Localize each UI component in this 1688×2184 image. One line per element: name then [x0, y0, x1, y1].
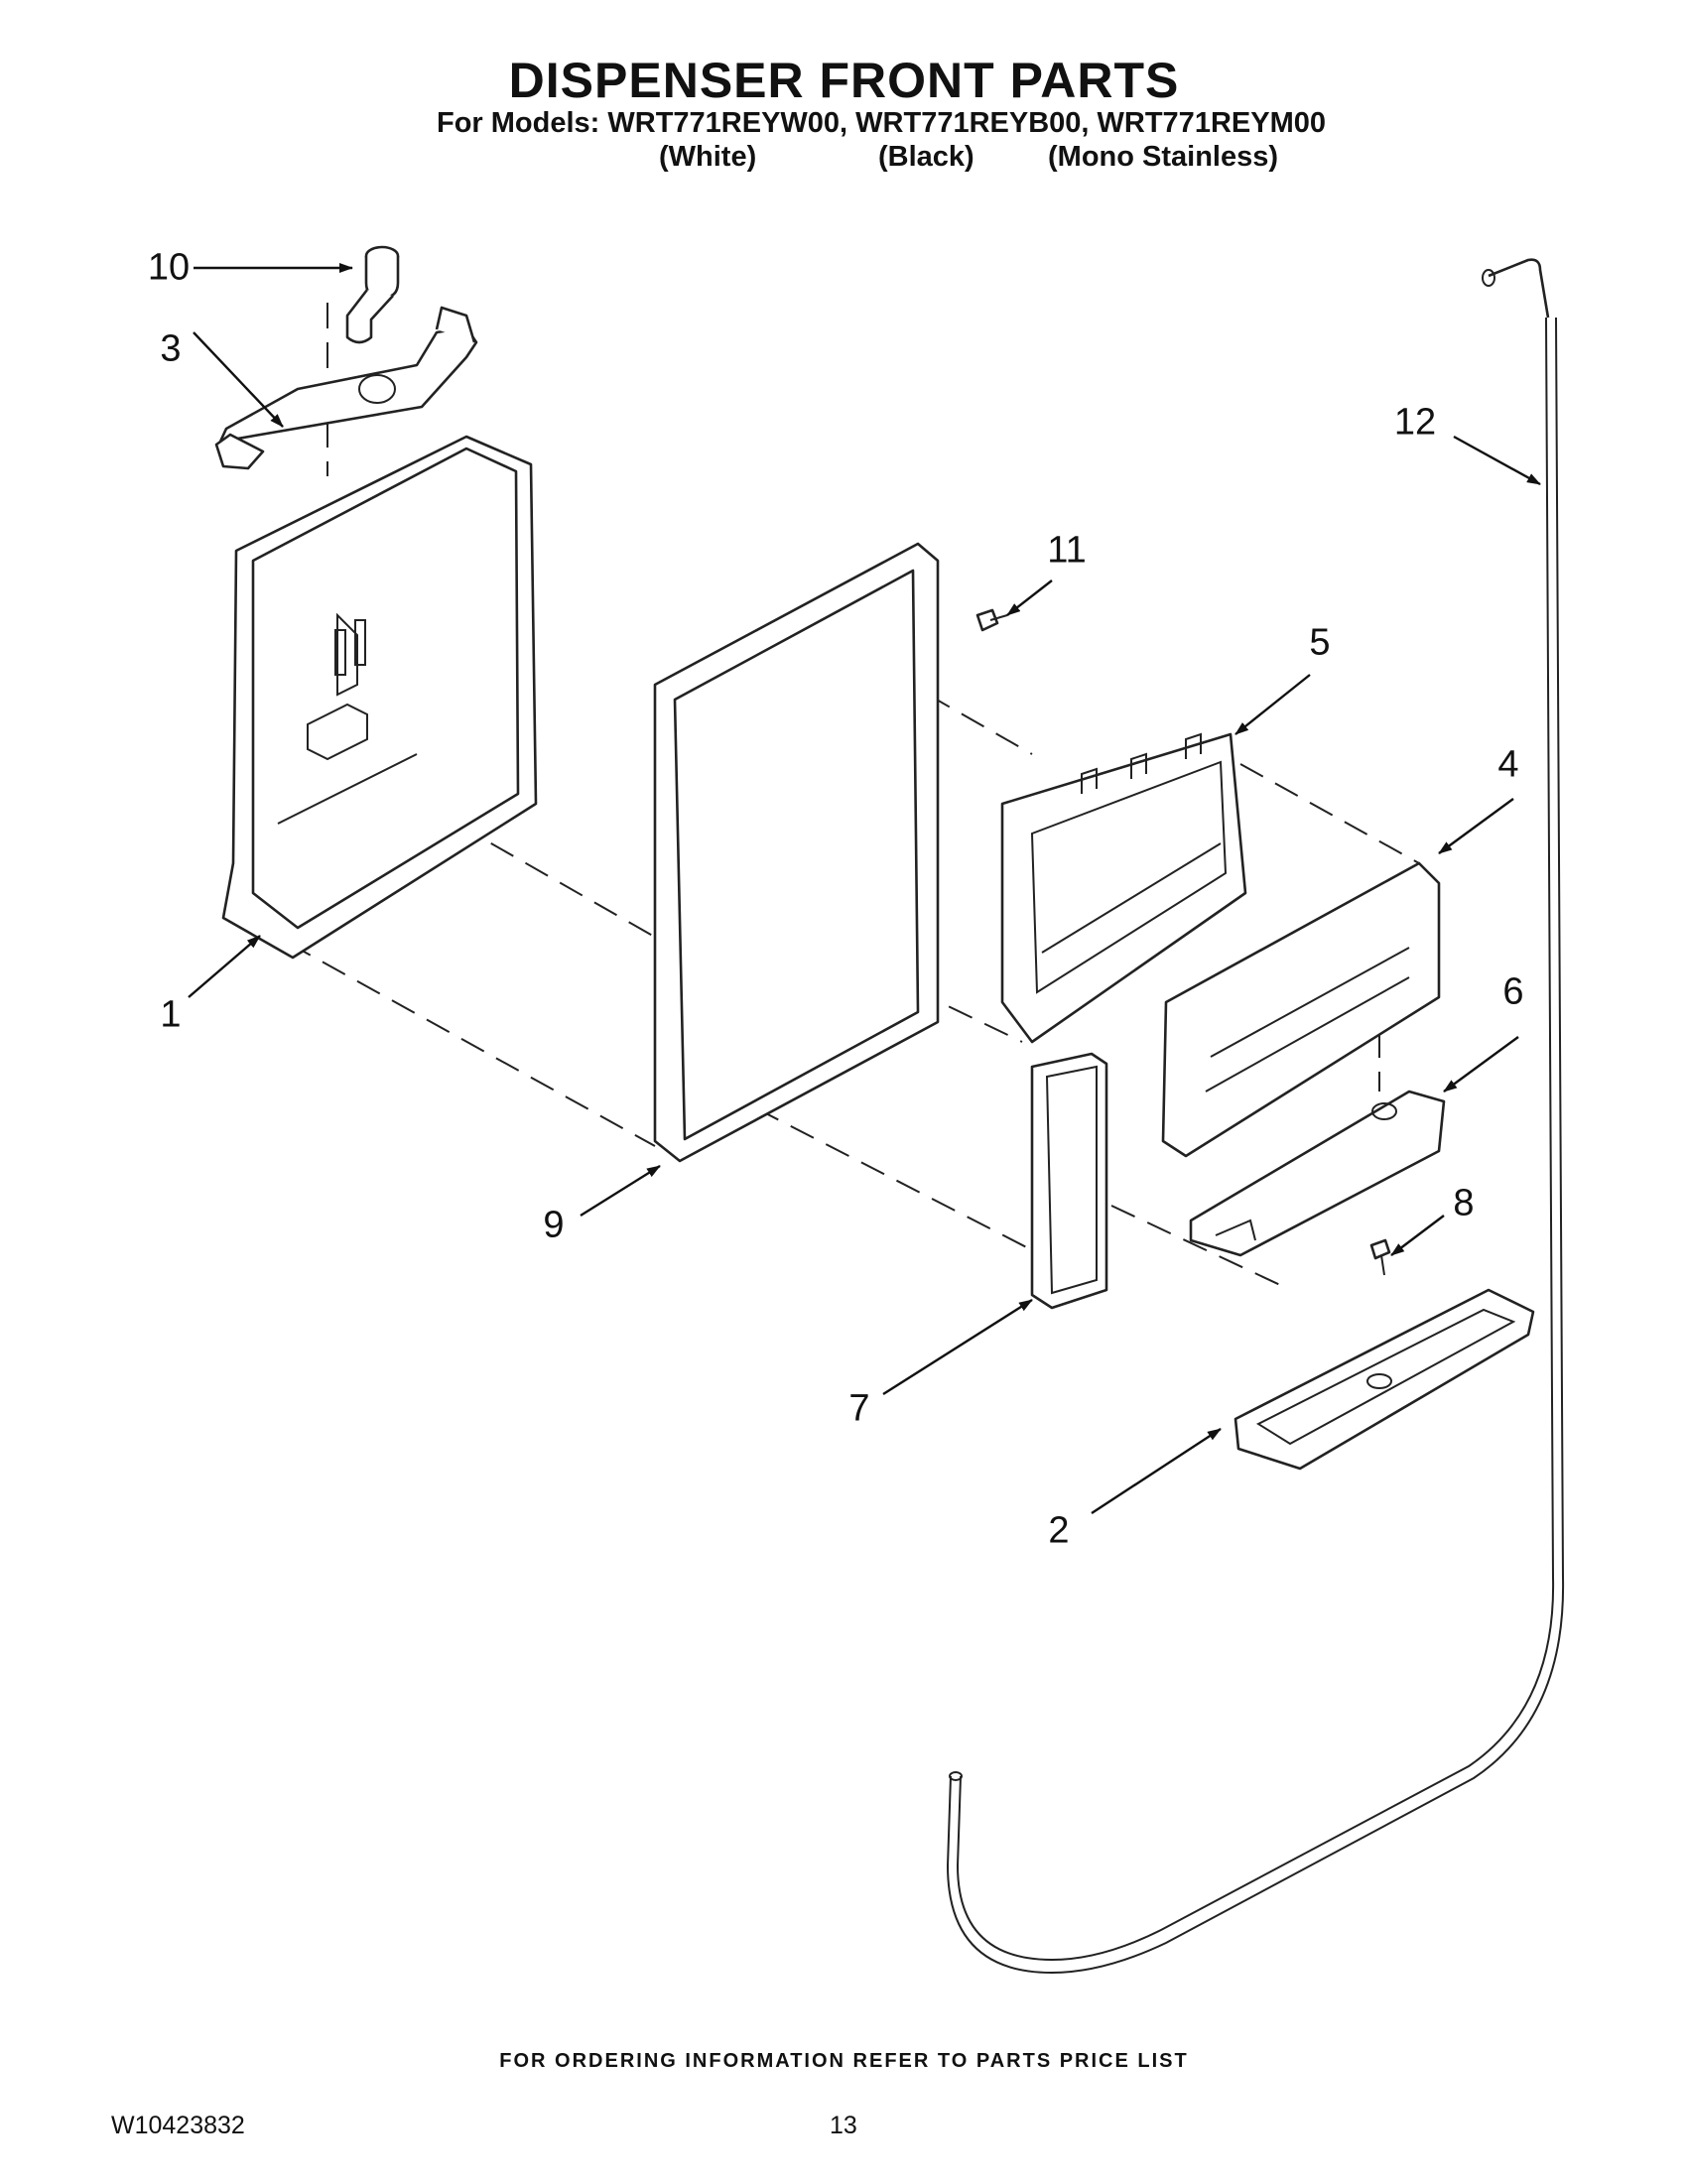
variant-white: (White) [659, 141, 757, 173]
page-title: DISPENSER FRONT PARTS [508, 53, 1180, 108]
callout-2: 2 [1048, 1509, 1070, 1552]
callout-7: 7 [848, 1387, 870, 1430]
ordering-note: FOR ORDERING INFORMATION REFER TO PARTS … [499, 2050, 1189, 2072]
part-11-screw [975, 608, 1008, 632]
models-line: For Models: WRT771REYW00, WRT771REYB00, … [437, 107, 1326, 139]
callout-4: 4 [1497, 743, 1519, 786]
part-1-housing [221, 435, 538, 960]
callout-5: 5 [1309, 621, 1331, 664]
callout-3: 3 [160, 327, 182, 370]
part-7-paddle [1030, 1052, 1108, 1310]
part-9-frame [653, 542, 940, 1163]
part-3-bracket [214, 306, 478, 470]
variant-black: (Black) [878, 141, 974, 173]
part-2-drip-tray [1234, 1288, 1535, 1471]
part-10-valve [345, 245, 400, 344]
callout-10: 10 [147, 246, 191, 289]
callout-1: 1 [160, 993, 182, 1036]
callout-8: 8 [1453, 1182, 1475, 1224]
callout-12: 12 [1393, 401, 1437, 444]
part-6-cover [1189, 1090, 1446, 1257]
variant-mono-stainless: (Mono Stainless) [1048, 141, 1279, 173]
callout-9: 9 [543, 1204, 565, 1246]
part-4-front-panel [1161, 861, 1441, 1158]
part-12-tube [946, 258, 1565, 1975]
part-5-switch-bracket [1000, 732, 1247, 1044]
part-8-screw [1369, 1238, 1391, 1276]
callout-leader-lines [188, 263, 1541, 1515]
page-number: 13 [830, 2112, 857, 2139]
callout-11: 11 [1047, 529, 1087, 572]
callout-6: 6 [1502, 970, 1524, 1013]
document-number: W10423832 [111, 2112, 245, 2139]
